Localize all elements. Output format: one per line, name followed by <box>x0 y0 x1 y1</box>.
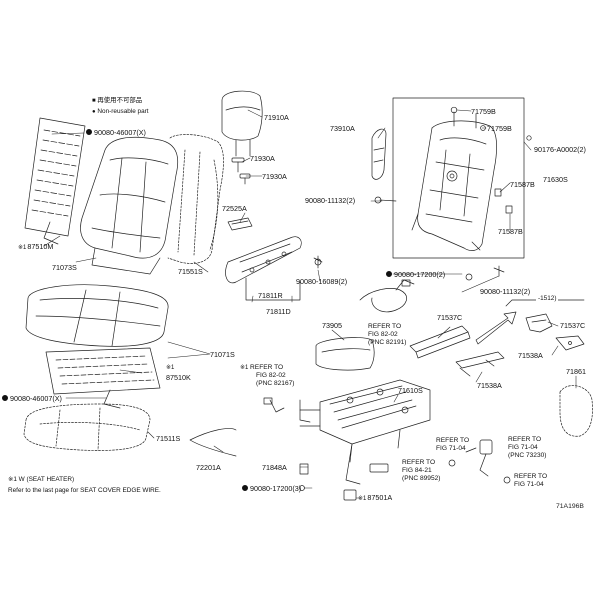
bracket-71538A-detail <box>555 335 585 351</box>
pad-73905 <box>315 337 375 371</box>
label-90080-17200-upper: 90080-17200(2) <box>386 271 445 278</box>
ref-line-2: FIG 71-04 <box>436 445 466 452</box>
ref-fig-71-04-pnc-73230[interactable]: REFER TO FIG 71-04 (PNC 73230) <box>508 436 546 460</box>
label-71610S: 71610S <box>398 386 423 395</box>
label-71811R: 71811R <box>258 291 283 300</box>
label-71759B-upper: 71759B <box>471 107 496 116</box>
seat-back-pad <box>167 134 224 264</box>
label-71587B-lower: 71587B <box>498 227 523 236</box>
seat-cushion-heater-mat <box>45 347 161 409</box>
label-71551S: 71551S <box>178 267 203 276</box>
label-71587B-upper: 71587B <box>510 180 535 189</box>
label-73905: 73905 <box>322 321 342 330</box>
ref-fig-82-02-pnc-82167[interactable]: ※1 REFER TO FIG 82-02 (PNC 82167) <box>240 364 294 388</box>
ref-line-3: (PNC 82191) <box>368 339 407 346</box>
headrest-support <box>231 157 251 185</box>
ref-line-2: FIG 82-02 <box>368 331 398 338</box>
leader-lines <box>43 109 577 499</box>
label-90176: 90176-A0002(2) <box>534 145 586 154</box>
legend-non-reusable-jp: ■ 再使用不可部品 <box>92 97 143 104</box>
ref-line-2: FIG 84-21 <box>402 467 432 474</box>
ref-line-2: FIG 82-02 <box>256 372 286 379</box>
label-90080-11132-left: 90080-11132(2) <box>305 196 356 205</box>
label-90080-11132-right: 90080-11132(2) <box>480 287 531 296</box>
label-71071S: 71071S <box>210 350 235 359</box>
label-90080-46007-upper: 90080-46007(X) <box>86 129 146 136</box>
legend-non-reusable-en: ● Non-reusable part <box>92 108 149 115</box>
headrest <box>221 90 263 157</box>
seat-cushion-frame <box>299 379 431 485</box>
frame-box <box>392 97 525 259</box>
ref-line-1: REFER TO <box>402 459 436 466</box>
ref-line-1: ※1 REFER TO <box>240 364 284 371</box>
label-71930A-upper: 71930A <box>250 154 275 163</box>
ref-line-2: FIG 71-04 <box>508 444 538 451</box>
shield-71861 <box>559 385 593 437</box>
seat-cushion-cover <box>25 284 169 347</box>
label-90080-16089: 90080-16089(2) <box>296 277 348 286</box>
side-shield-assembly <box>225 236 302 301</box>
ref-fig-71-04-bottom[interactable]: REFER TO FIG 71-04 <box>514 473 547 489</box>
ref-line-3: (PNC 89952) <box>402 475 441 482</box>
ref-fig-71-04-left[interactable]: REFER TO FIG 71-04 <box>436 437 469 453</box>
detail-bracket-1512 <box>505 299 585 307</box>
frame-cover-73910A <box>371 128 387 180</box>
footnote-seat-cover: Refer to the last page for SEAT COVER ED… <box>8 487 161 494</box>
label-71538A-left: 71538A <box>477 381 502 390</box>
label-71811D: 71811D <box>266 307 291 316</box>
label-71511S: 71511S <box>156 434 181 443</box>
bolts-frame <box>374 106 532 281</box>
bracket-note: -1512) <box>536 295 559 303</box>
label-90080-17200-lower: 90080-17200(3) <box>242 485 301 492</box>
label-71759B-lower: 71759B <box>487 124 512 133</box>
label-71073S: 71073S <box>52 263 77 272</box>
ref-line-3: (PNC 73230) <box>508 452 547 459</box>
detail-arrow <box>475 311 517 345</box>
ref-fig-84-21-pnc-89952[interactable]: REFER TO FIG 84-21 (PNC 89952) <box>402 459 440 483</box>
label-71537C-left: 71537C <box>437 313 463 322</box>
label-71861: 71861 <box>566 367 586 376</box>
label-87510M: ※187510M <box>18 242 54 251</box>
seat-back-cover <box>80 136 179 275</box>
label-71910A: 71910A <box>264 113 289 122</box>
belt-buckle <box>448 439 511 484</box>
screw-90080-16089 <box>313 255 323 269</box>
label-71537C-right: 71537C <box>560 321 586 330</box>
label-72525A: 72525A <box>222 204 247 213</box>
ref-line-3: (PNC 82167) <box>256 380 295 387</box>
ref-line-1: REFER TO <box>368 323 402 330</box>
label-90080-46007-lower: 90080-46007(X) <box>2 395 62 402</box>
label-87501A: ※187501A <box>358 493 393 502</box>
footnote-seat-heater: ※1 W (SEAT HEATER) <box>8 476 75 483</box>
ref-line-1: REFER TO <box>508 436 542 443</box>
ref-fig-82-02-pnc-82191[interactable]: REFER TO FIG 82-02 (PNC 82191) <box>368 323 406 347</box>
wire-harness <box>263 279 415 423</box>
seat-back-frame <box>411 111 497 251</box>
ref-line-2: FIG 71-04 <box>514 481 544 488</box>
label-73910A: 73910A <box>330 124 355 133</box>
clip-72525A <box>227 217 253 231</box>
seat-cushion-pad <box>23 403 151 451</box>
label-71630S: 71630S <box>543 175 568 184</box>
bracket-71537C-detail <box>525 313 553 333</box>
label-72201A: 72201A <box>196 463 221 472</box>
ref-line-1: REFER TO <box>436 437 470 444</box>
wire-72201A <box>189 428 237 457</box>
ref-line-1: REFER TO <box>514 473 548 480</box>
label-71930A-lower: 71930A <box>262 172 287 181</box>
connector-89952 <box>369 463 389 473</box>
diagram-code: 71A196B <box>556 503 584 510</box>
seat-track-rail <box>409 325 505 377</box>
label-71848A: 71848A <box>262 463 287 472</box>
seat-back-heater-mat <box>24 117 86 245</box>
label-71538A-right: 71538A <box>518 351 543 360</box>
sensor-87501A <box>343 489 357 501</box>
